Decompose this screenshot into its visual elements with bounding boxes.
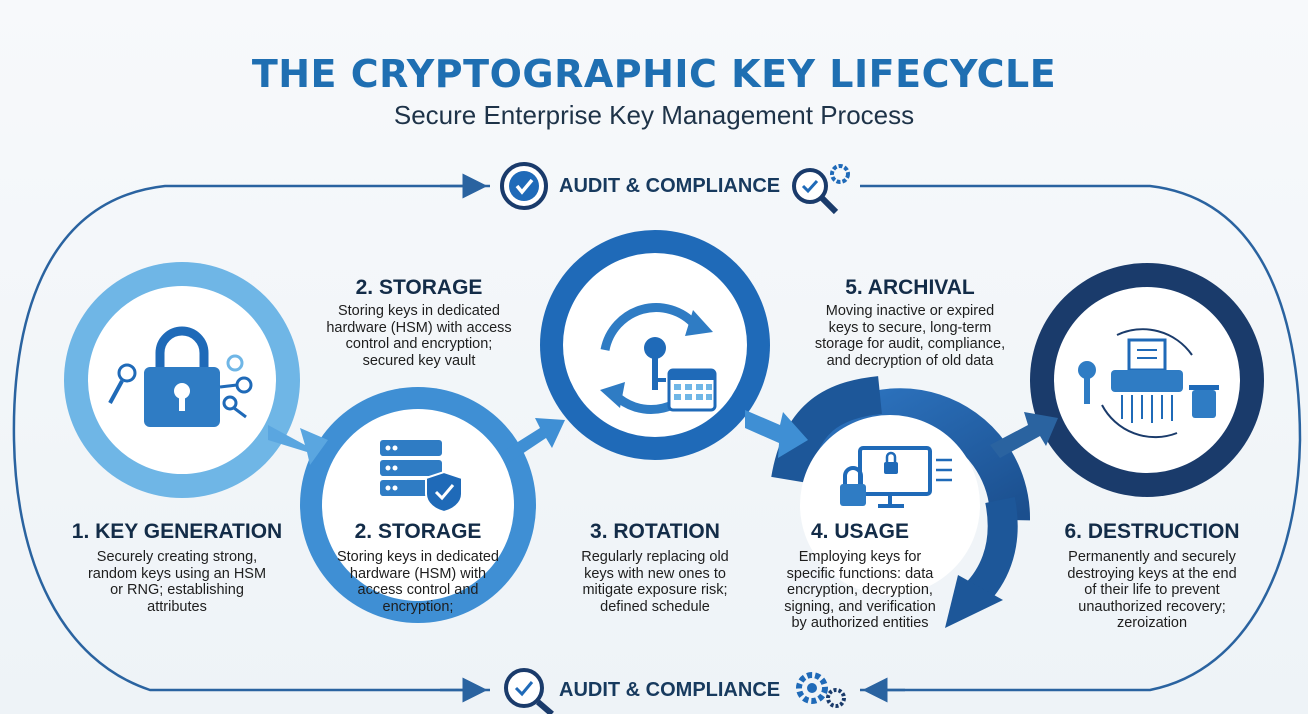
stage-title-key-generation: 1. KEY GENERATION bbox=[71, 520, 283, 543]
usage-arrow-head bbox=[945, 575, 1003, 628]
audit-compliance-label-top: AUDIT & COMPLIANCE bbox=[559, 175, 781, 197]
magnifier-gear-icon bbox=[792, 164, 850, 215]
gears-icon bbox=[796, 672, 846, 708]
stage-desc-usage: Employing keys for specific functions: d… bbox=[784, 549, 936, 631]
stage-desc-key-generation: Securely creating strong, random keys us… bbox=[87, 549, 267, 615]
stage-title-usage: 4. USAGE bbox=[810, 520, 910, 543]
stage-desc-rotation: Regularly replacing old keys with new on… bbox=[581, 549, 729, 615]
monitor-lock-icon bbox=[840, 446, 952, 508]
magnifier-check-icon bbox=[504, 668, 554, 714]
archival-note-title: 5. ARCHIVAL bbox=[845, 276, 975, 299]
stage-title-storage: 2. STORAGE bbox=[354, 520, 482, 543]
server-shield-icon bbox=[380, 440, 463, 514]
stage-title-destruction: 6. DESTRUCTION bbox=[1064, 520, 1240, 543]
storage-note-desc: Storing keys in dedicated hardware (HSM)… bbox=[326, 303, 512, 369]
stage-desc-destruction: Permanently and securely destroying keys… bbox=[1067, 549, 1237, 631]
stage-title-rotation: 3. ROTATION bbox=[590, 520, 720, 543]
archival-note-desc: Moving inactive or expired keys to secur… bbox=[814, 303, 1006, 369]
shredder-trash-icon bbox=[1078, 328, 1219, 439]
usage-ring-arc-tail bbox=[771, 376, 883, 484]
usage-ring-arc bbox=[793, 388, 1031, 521]
storage-note-title: 2. STORAGE bbox=[355, 276, 483, 299]
outer-loop bbox=[12, 184, 1302, 692]
rotation-key-calendar-icon bbox=[600, 303, 717, 414]
stage-desc-storage: Storing keys in dedicated hardware (HSM)… bbox=[336, 549, 499, 615]
audit-compliance-label-bottom: AUDIT & COMPLIANCE bbox=[559, 679, 781, 701]
page-title: THE CRYPTOGRAPHIC KEY LIFECYCLE bbox=[251, 52, 1057, 96]
check-circle-icon bbox=[500, 162, 548, 210]
page-subtitle: Secure Enterprise Key Management Process bbox=[393, 100, 915, 130]
padlock-keys-icon bbox=[108, 326, 253, 427]
connector-arrows bbox=[268, 410, 1058, 465]
